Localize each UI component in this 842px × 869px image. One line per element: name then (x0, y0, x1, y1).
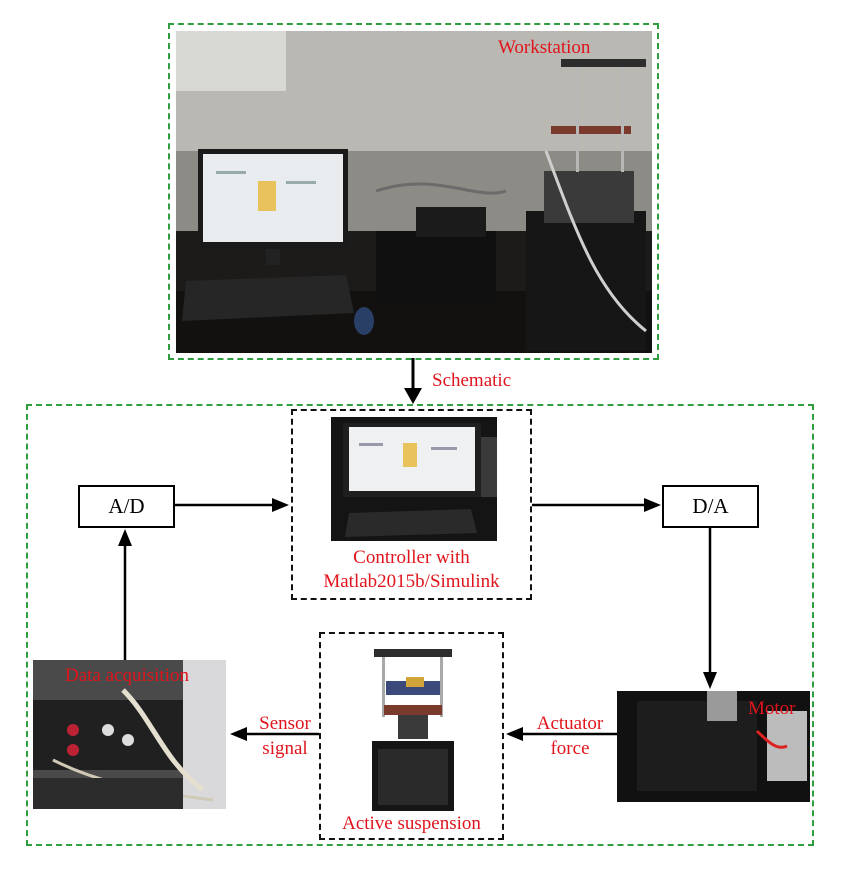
controller-label-line1: Controller with (353, 547, 470, 568)
schematic-label: Schematic (432, 370, 512, 391)
controller-frame (291, 409, 532, 600)
active-suspension-frame (319, 632, 504, 840)
sensor-signal-label-line2: signal (262, 738, 308, 759)
arrow-da-to-motor (703, 528, 717, 689)
motor-photo (617, 691, 810, 802)
motor-label: Motor (748, 698, 796, 719)
schematic-arrow (404, 358, 422, 404)
actuator-force-label-line2: force (550, 738, 590, 759)
arrow-daq-to-ad (118, 529, 132, 660)
actuator-force-label-line1: Actuator (536, 713, 604, 734)
arrow-controller-to-da (532, 498, 661, 512)
arrow-ad-to-controller (175, 498, 289, 512)
workstation-label: Workstation (498, 37, 591, 58)
arrow-suspension-to-daq (230, 727, 319, 741)
arrow-motor-to-suspension (506, 727, 617, 741)
da-converter-box: D/A (662, 485, 759, 528)
schematic-frame (26, 404, 814, 846)
controller-label-line2: Matlab2015b/Simulink (323, 571, 500, 592)
data-acquisition-label: Data acquisition (65, 665, 189, 686)
active-suspension-photo (368, 645, 458, 813)
ad-converter-box: A/D (78, 485, 175, 528)
ad-label: A/D (108, 494, 145, 518)
workstation-photo (176, 31, 652, 353)
data-acquisition-photo (33, 660, 226, 809)
active-suspension-label: Active suspension (342, 813, 481, 834)
da-label: D/A (692, 494, 729, 518)
controller-photo (331, 417, 497, 541)
sensor-signal-label-line1: Sensor (259, 713, 311, 734)
